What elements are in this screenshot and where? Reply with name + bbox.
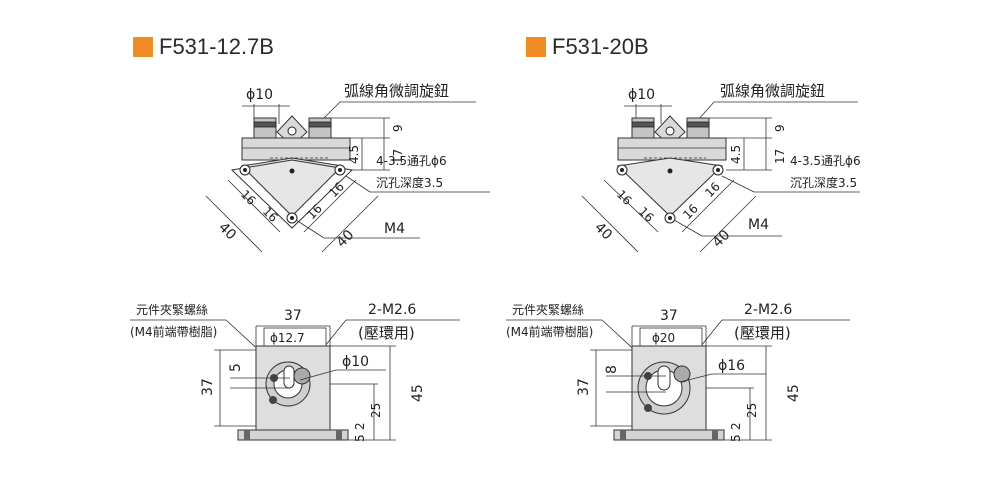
m26-sub: (壓環用) bbox=[734, 324, 791, 342]
dim-16b: 16 bbox=[636, 204, 657, 225]
m26-sub: (壓環用) bbox=[358, 324, 415, 342]
screw-label-2: (M4前端帶樹脂) bbox=[506, 324, 593, 339]
m26-label: 2-M2.6 bbox=[744, 302, 792, 318]
dim-9: 9 bbox=[773, 124, 787, 132]
bore-label: ϕ12.7 bbox=[270, 331, 305, 345]
phi-label: ϕ10 bbox=[342, 354, 369, 370]
dim-16a: 16 bbox=[238, 187, 259, 208]
dim-16a: 16 bbox=[614, 187, 635, 208]
dim-5b: 5 bbox=[729, 434, 743, 442]
top-view-1: ϕ10 弧線角微調旋鈕 9 17 4.5 bbox=[205, 82, 490, 253]
dim-25: 25 bbox=[369, 403, 383, 418]
model-title-text: F531-20B bbox=[552, 34, 649, 59]
knob-right bbox=[308, 117, 332, 139]
dim-16c: 16 bbox=[680, 201, 701, 222]
screw-label-1: 元件夾緊螺絲 bbox=[512, 302, 584, 317]
dim-40b: 40 bbox=[334, 227, 358, 251]
dim-37-top: 37 bbox=[660, 308, 678, 324]
front-view-1: 元件夾緊螺絲 (M4前端帶樹脂) 37 2-M2.6 (壓環用) ϕ12.7 ϕ… bbox=[130, 302, 460, 442]
dim-2: 2 bbox=[353, 422, 367, 430]
knob-label: 弧線角微調旋鈕 bbox=[720, 82, 825, 100]
m4-label: M4 bbox=[384, 221, 405, 237]
dim-16c: 16 bbox=[304, 201, 325, 222]
dim-45: 45 bbox=[410, 384, 426, 402]
hole-label-2: 沉孔深度3.5 bbox=[790, 175, 857, 190]
model-title-text: F531-12.7B bbox=[159, 34, 274, 59]
orange-square-icon bbox=[526, 37, 546, 57]
dim-40b: 40 bbox=[710, 227, 734, 251]
bore-label: ϕ20 bbox=[652, 331, 675, 345]
dim-17: 17 bbox=[773, 149, 787, 164]
dim-37-side: 37 bbox=[200, 378, 216, 396]
dim-4-5: 4.5 bbox=[347, 145, 361, 164]
dim-4-5: 4.5 bbox=[729, 145, 743, 164]
model-title-2: F531-20B bbox=[526, 34, 649, 60]
dim-16b: 16 bbox=[260, 204, 281, 225]
dim-5b: 5 bbox=[353, 434, 367, 442]
dim-37-top: 37 bbox=[284, 308, 302, 324]
m4-label: M4 bbox=[748, 217, 769, 233]
dim-small: 8 bbox=[604, 365, 620, 374]
dim-40a: 40 bbox=[591, 220, 615, 244]
dim-37-side: 37 bbox=[576, 378, 592, 396]
screw-label-1: 元件夾緊螺絲 bbox=[136, 302, 208, 317]
screw-label-2: (M4前端帶樹脂) bbox=[130, 324, 217, 339]
phi-label: ϕ10 bbox=[628, 87, 655, 103]
dim-45: 45 bbox=[786, 384, 802, 402]
dim-40a: 40 bbox=[215, 220, 239, 244]
top-view-2: ϕ10 弧線角微調旋鈕 9 17 4.5 4-3.5通孔ϕ6 沉孔深度3.5 bbox=[581, 82, 861, 253]
model-title-1: F531-12.7B bbox=[133, 34, 274, 60]
hole-label-1: 4-3.5通孔ϕ6 bbox=[790, 154, 861, 168]
front-view-2: 元件夾緊螺絲 (M4前端帶樹脂) 37 2-M2.6 (壓環用) ϕ20 ϕ16… bbox=[506, 302, 850, 442]
orange-square-icon bbox=[133, 37, 153, 57]
hole-label-2: 沉孔深度3.5 bbox=[376, 175, 443, 190]
dim-25: 25 bbox=[745, 403, 759, 418]
dim-small: 5 bbox=[228, 363, 244, 372]
knob-left bbox=[253, 117, 277, 139]
dim-16d: 16 bbox=[326, 179, 347, 200]
phi-label: ϕ16 bbox=[718, 358, 745, 374]
phi-label: ϕ10 bbox=[246, 87, 273, 103]
m26-label: 2-M2.6 bbox=[368, 302, 416, 318]
knob-label: 弧線角微調旋鈕 bbox=[344, 82, 449, 100]
dim-9: 9 bbox=[391, 124, 405, 132]
hole-label-1: 4-3.5通孔ϕ6 bbox=[376, 154, 447, 168]
dim-2: 2 bbox=[729, 422, 743, 430]
dim-17: 17 bbox=[391, 149, 405, 164]
